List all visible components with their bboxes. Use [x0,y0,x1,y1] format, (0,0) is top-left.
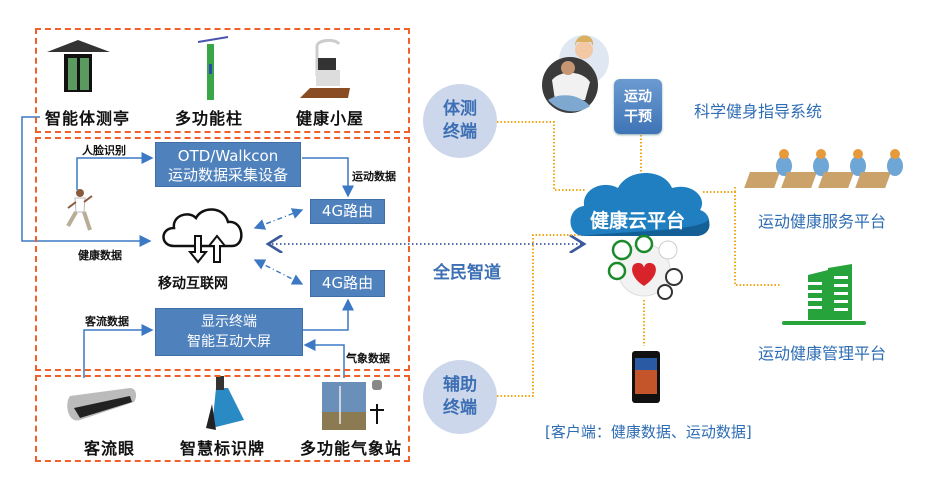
auxiliary-terminal-node: 辅助 终端 [423,360,497,434]
doctor-icon [658,240,678,260]
exercise-icon [611,239,633,261]
health-service-hub [607,234,683,300]
weather-station-icon [322,380,384,430]
device-label-pillar: 多功能柱 [175,109,244,128]
exercise-intervention-line2: 干预 [624,108,652,125]
fitness-devices-group [35,28,410,133]
health-data-label: 健康数据 [78,249,122,262]
guidance-system-label: 科学健身指导系统 [694,102,823,121]
health-cabin-icon [300,38,350,98]
passenger-flow-connector [83,324,154,378]
router-top: 4G路由 [310,199,385,224]
display-router-connector [303,298,354,331]
weather-data-connector [303,339,345,378]
face-recognition-connector [76,152,154,190]
smartphone-icon [632,351,660,403]
heart-icon [632,262,656,286]
passenger-camera-icon [67,388,137,421]
fitness-terminal-line1: 体测 [443,99,477,119]
pavilion-icon [47,40,110,92]
pillar-icon [197,36,229,100]
router-bottom: 4G路由 [310,270,385,297]
otd-walkcon-subtitle: 运动数据采集设备 [167,166,288,184]
fitness-terminal-line2: 终端 [443,122,477,142]
smart-sign-icon [206,376,244,430]
motion-data-label: 运动数据 [352,170,396,183]
body-scan-icon [607,261,627,281]
device-label-weather-station: 多功能气象站 [300,439,403,458]
passenger-flow-data-label: 客流数据 [85,315,129,328]
service-platform-label: 运动健康服务平台 [758,212,887,231]
mobile-internet-label: 移动互联网 [158,276,228,292]
otd-walkcon-title: OTD/Walkcon [177,147,279,165]
face-recognition-label: 人脸识别 [82,144,126,157]
cloud-platform-title: 健康云平台 [590,210,686,232]
fitness-terminal-node: 体测 终端 [423,84,497,158]
router-top-link [253,208,304,230]
display-terminal-title: 显示终端 [201,314,257,330]
exercise-intervention-line1: 运动 [624,88,652,105]
motion-data-connector [302,157,354,198]
exercise-intervention-box: 运动 干预 [614,79,662,134]
smart-path-label: 全民智道 [433,263,501,283]
router-bottom-link [253,259,304,285]
health-cloud-platform-shape [570,173,710,236]
auxiliary-terminal-line2: 终端 [443,398,477,418]
otd-walkcon-device-box: OTD/Walkcon 运动数据采集设备 [155,142,301,187]
runner-icon [66,189,93,231]
health-data-connector [21,116,152,247]
training-photo-avatar [542,57,598,113]
service-staff-icon [744,149,903,188]
cloud-upload-download-icon [162,208,243,264]
clock-icon [657,284,673,300]
display-terminal-box: 显示终端 智能互动大屏 [155,308,303,356]
device-label-smart-sign: 智慧标识牌 [180,439,266,458]
bottle-icon [665,268,683,286]
building-icon [782,264,866,325]
platform-connectors [497,121,780,397]
auxiliary-devices-group [35,375,410,462]
management-platform-label: 运动健康管理平台 [758,344,887,363]
data-network-group [35,137,410,371]
device-label-health-cabin: 健康小屋 [296,109,365,128]
client-label: [客户端：健康数据、运动数据] [545,423,752,441]
dumbbell-icon [634,234,654,254]
device-label-pavilion: 智能体测亭 [45,109,131,128]
display-terminal-subtitle: 智能互动大屏 [187,334,271,350]
device-label-passenger-camera: 客流眼 [84,439,136,458]
weather-data-label: 气象数据 [346,352,390,365]
auxiliary-terminal-line1: 辅助 [443,375,477,395]
